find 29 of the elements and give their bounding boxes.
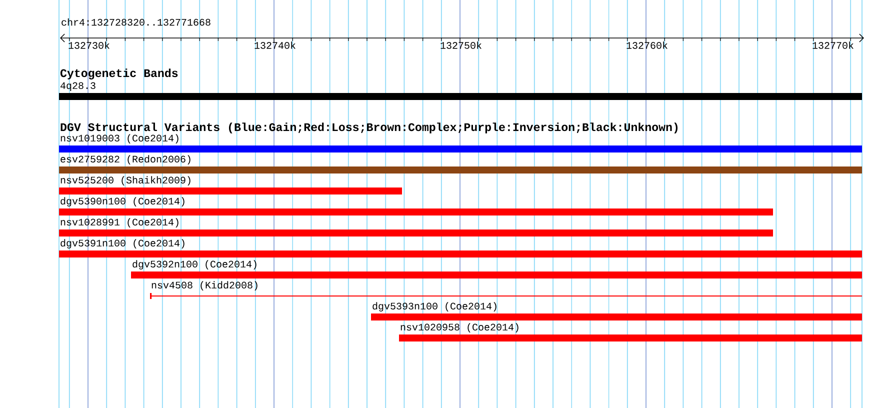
tick-label: 132740k (254, 42, 296, 49)
tick-label: 132730k (68, 42, 110, 49)
node-label: dgv5391n100 (Coe2014) (60, 239, 184, 248)
variant-bar: dgv5390n100 (Coe2014) (59, 197, 773, 216)
track-title: DGV Structural Variants (Blue:Gain;Red:Loss;Brown:Complex;Purple:Inversion;Black:Unknown) (60, 122, 678, 134)
node-label: nsv1020958 (Coe2014) (400, 323, 518, 332)
tick-label: 132760k (626, 42, 668, 49)
variant-bar: dgv5391n100 (Coe2014) (59, 239, 862, 258)
coordinate-label: chr4:132728320..132771668 (62, 18, 210, 26)
variant-bar: nsv1028991 (Coe2014) (59, 218, 773, 236)
node-label: dgv5390n100 (Coe2014) (60, 197, 184, 206)
node-label: esv2759282 (Redon2006) (60, 155, 190, 164)
variant-bar: dgv5392n100 (Coe2014) (131, 260, 862, 278)
cytoband-bar: 4q28.3 (59, 82, 862, 100)
variant-bar: dgv5393n100 (Coe2014) (371, 302, 862, 320)
variant-bar: esv2759282 (Redon2006) (59, 155, 862, 174)
variant-bar: nsv525200 (Shaikh2009) (59, 176, 402, 194)
variant-bar: nsv4508 (Kidd2008) (150, 281, 862, 299)
variant-bar: nsv1019003 (Coe2014) (59, 134, 862, 152)
track-title: Cytogenetic Bands (60, 68, 178, 80)
node-label: nsv525200 (Shaikh2009) (60, 176, 190, 186)
tick-label: 132750k (440, 42, 482, 49)
variant-bar: nsv1020958 (Coe2014) (399, 323, 862, 342)
node-label: dgv5393n100 (Coe2014) (372, 302, 496, 312)
node-label: 4q28.3 (60, 82, 96, 91)
node-label: nsv1028991 (Coe2014) (60, 218, 178, 228)
node-label: dgv5392n100 (Coe2014) (132, 260, 256, 270)
tick-label: 132770k (812, 42, 854, 49)
node-label: nsv1019003 (Coe2014) (60, 134, 178, 144)
